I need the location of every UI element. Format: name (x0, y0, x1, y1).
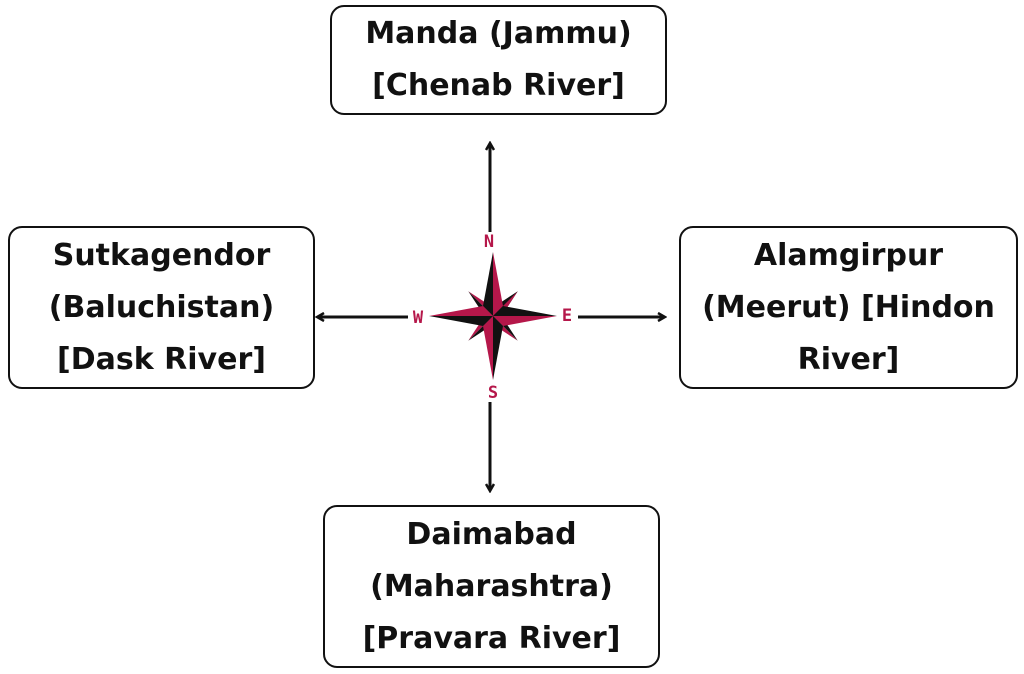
south-line-2: (Maharashtra) (370, 568, 613, 604)
east-line-2: (Meerut) [Hindon (702, 289, 995, 325)
west-line-2: (Baluchistan) (48, 289, 275, 325)
compass-rose-icon (429, 252, 557, 380)
east-line-3: River] (797, 341, 900, 377)
compass-label-s: S (488, 383, 498, 403)
west-line-1: Sutkagendor (52, 237, 271, 273)
compass-label-w: W (413, 308, 424, 328)
compass-label-e: E (562, 306, 572, 326)
east-line-1: Alamgirpur (753, 237, 944, 273)
west-line-3: [Dask River] (57, 341, 266, 377)
north-line-1: Manda (Jammu) (365, 16, 632, 51)
north-line-2: [Chenab River] (372, 68, 625, 103)
south-site-box: Daimabad (Maharashtra) [Pravara River] (323, 505, 660, 668)
south-line-1: Daimabad (406, 516, 577, 552)
west-site-box: Sutkagendor (Baluchistan) [Dask River] (8, 226, 315, 389)
south-line-3: [Pravara River] (362, 620, 621, 656)
compass-label-n: N (484, 232, 494, 252)
east-site-box: Alamgirpur (Meerut) [Hindon River] (679, 226, 1018, 389)
north-site-box: Manda (Jammu) [Chenab River] (330, 5, 667, 115)
